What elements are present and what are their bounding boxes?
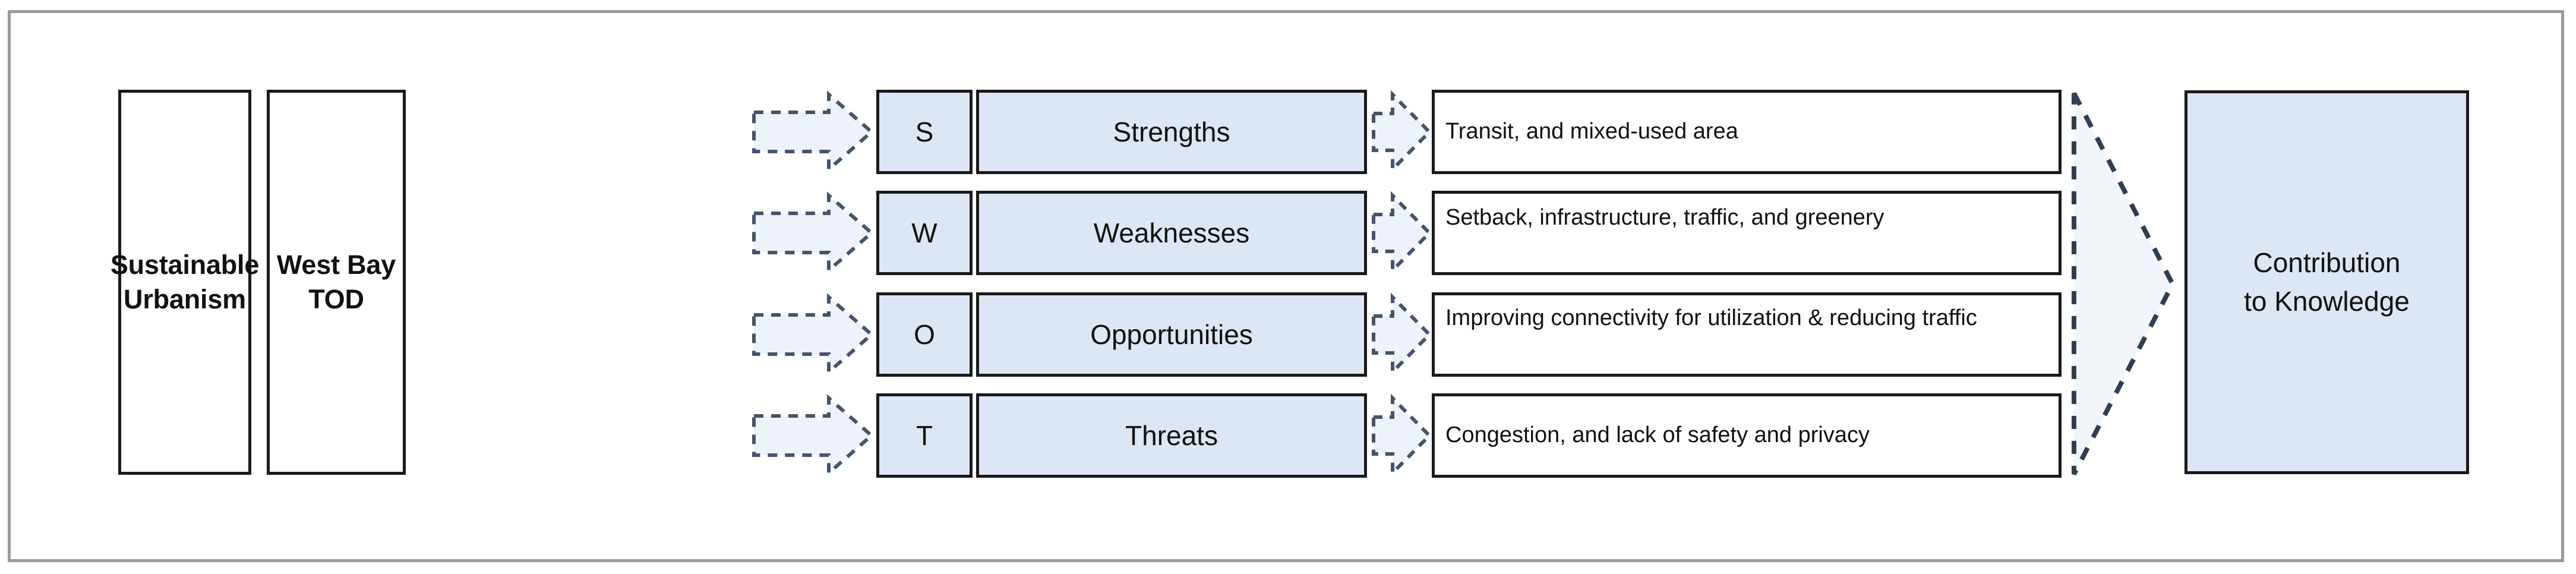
swot-description-opportunities-text: Improving connectivity for utilization &… (1445, 305, 1977, 330)
swot-description-strengths-text: Transit, and mixed-used area (1445, 119, 1738, 144)
arrow-tod-to-t-icon (752, 394, 875, 477)
swot-description-strengths[interactable]: Transit, and mixed-used area (1432, 90, 2062, 174)
swot-letter-s-text: S (915, 116, 934, 147)
swot-label-weaknesses[interactable]: Weaknesses (976, 191, 1367, 275)
box-west-bay-tod[interactable]: West Bay TOD (267, 90, 406, 475)
arrow-t-to-desc-icon (1372, 393, 1432, 478)
swot-label-weaknesses-text: Weaknesses (1093, 217, 1250, 248)
arrow-swot-to-contribution-icon (2072, 92, 2176, 475)
swot-description-weaknesses[interactable]: Setback, infrastructure, traffic, and gr… (1432, 191, 2062, 275)
box-west-bay-tod-label: West Bay TOD (276, 249, 396, 315)
swot-label-threats-text: Threats (1125, 420, 1218, 451)
swot-letter-o[interactable]: O (876, 292, 973, 377)
arrow-s-to-desc-icon (1372, 90, 1432, 174)
swot-description-weaknesses-text: Setback, infrastructure, traffic, and gr… (1445, 205, 1884, 230)
swot-description-opportunities[interactable]: Improving connectivity for utilization &… (1432, 292, 2062, 377)
swot-letter-t-text: T (916, 420, 933, 451)
swot-letter-o-text: O (914, 319, 935, 350)
swot-label-threats[interactable]: Threats (976, 393, 1367, 478)
swot-label-strengths[interactable]: Strengths (976, 90, 1367, 174)
swot-letter-w[interactable]: W (876, 191, 973, 275)
swot-letter-w-text: W (911, 217, 937, 248)
arrow-tod-to-o-icon (752, 293, 875, 376)
arrow-w-to-desc-icon (1372, 191, 1432, 275)
arrow-tod-to-s-icon (752, 90, 875, 174)
swot-label-opportunities-text: Opportunities (1090, 319, 1253, 350)
arrow-o-to-desc-icon (1372, 292, 1432, 377)
swot-letter-t[interactable]: T (876, 393, 973, 478)
swot-letter-s[interactable]: S (876, 90, 973, 174)
swot-label-strengths-text: Strengths (1113, 116, 1230, 147)
swot-label-opportunities[interactable]: Opportunities (976, 292, 1367, 377)
swot-description-threats-text: Congestion, and lack of safety and priva… (1445, 422, 1870, 448)
arrow-tod-to-w-icon (752, 191, 875, 275)
swot-description-threats[interactable]: Congestion, and lack of safety and priva… (1432, 393, 2062, 478)
